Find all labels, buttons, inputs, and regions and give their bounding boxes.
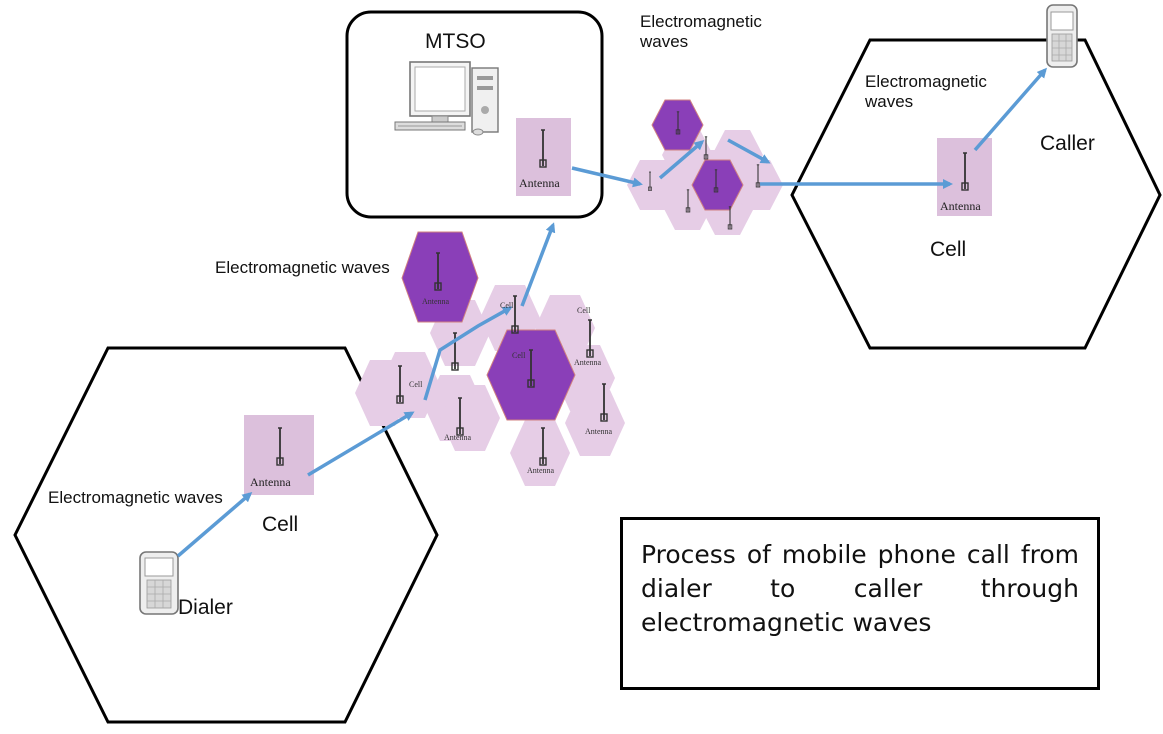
arrow-antenna-to-cluster [307, 411, 415, 477]
dialer-phone-icon [139, 551, 179, 615]
em-label-right: Electromagnetic waves [865, 72, 987, 111]
top-cell-cluster [627, 99, 783, 235]
arrow-cluster-to-mtso [520, 222, 556, 307]
caller-label: Caller [1040, 132, 1095, 155]
em-label-mid: Electromagnetic waves [215, 258, 390, 277]
cluster-antenna-label-1: Antenna [422, 297, 450, 306]
cluster-cell-label-1: Cell [500, 301, 514, 310]
caption-text: Process of mobile phone call from dialer… [641, 540, 1079, 637]
dialer-label: Dialer [178, 596, 233, 619]
left-antenna-label: Antenna [250, 475, 291, 489]
computer-icon [394, 61, 499, 136]
em-label-left: Electromagnetic waves [48, 488, 223, 507]
arrow-mtso-to-top-cluster [571, 166, 643, 188]
arrow-top-cluster-inner [658, 140, 705, 180]
caller-phone-icon [1046, 4, 1078, 68]
left-cell-label: Cell [262, 513, 299, 536]
cluster-cell-label-4: Cell [409, 380, 423, 389]
arrow-cluster-path [423, 306, 513, 401]
signal-arrows [176, 67, 1047, 558]
em-label-top: Electromagnetic waves [640, 12, 762, 51]
cluster-cell-label-2: Cell [577, 306, 591, 315]
mtso-antenna-label: Antenna [519, 176, 560, 190]
caption-box: Process of mobile phone call from dialer… [620, 517, 1100, 690]
cluster-antenna-label-4: Antenna [585, 427, 613, 436]
mtso-label: MTSO [425, 30, 486, 53]
right-cell-label: Cell [930, 238, 967, 261]
cluster-cell-label-3: Cell [512, 351, 526, 360]
cluster-antenna-label-3: Antenna [527, 466, 555, 475]
cluster-antenna-label-5: Antenna [574, 358, 602, 367]
arrow-antenna-to-caller [973, 67, 1047, 152]
arrow-top-cluster-inner-2 [727, 138, 771, 164]
right-antenna-label: Antenna [940, 199, 981, 213]
arrow-dialer-to-antenna [176, 492, 253, 558]
left-cell-hexagon [13, 346, 439, 724]
cluster-antenna-label-2: Antenna [444, 433, 472, 442]
active-cell-1 [401, 231, 479, 323]
